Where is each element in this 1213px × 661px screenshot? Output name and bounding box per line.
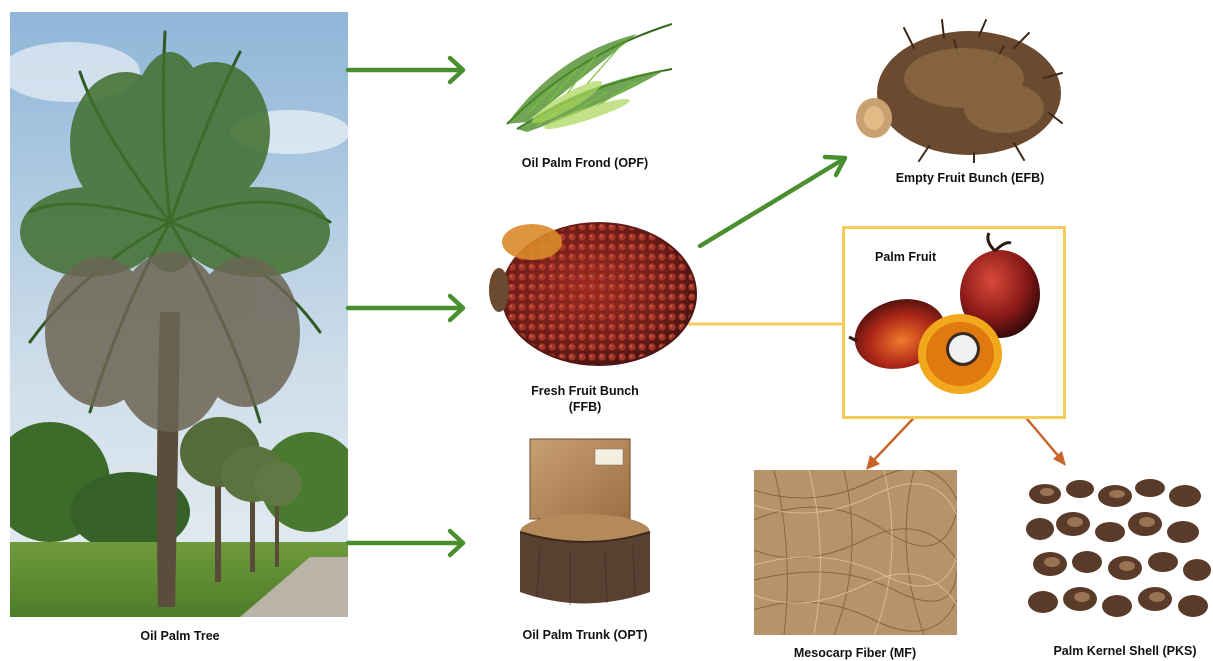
empty-fruit-bunch-label: Empty Fruit Bunch (EFB) xyxy=(890,170,1050,186)
palm-fruit-box: Palm Fruit xyxy=(842,226,1066,419)
palm-fruit-image xyxy=(845,229,1063,416)
fresh-fruit-bunch-image xyxy=(487,212,697,372)
oil-palm-frond-image xyxy=(497,14,677,139)
arrow-tree-to-opt xyxy=(348,531,463,555)
arrow-ffb-to-efb xyxy=(700,157,845,246)
ffb-label-line1: Fresh Fruit Bunch xyxy=(515,383,655,399)
mesocarp-fiber-image xyxy=(754,470,957,635)
palm-kernel-shell-label: Palm Kernel Shell (PKS) xyxy=(1045,643,1205,659)
oil-palm-trunk-label: Oil Palm Trunk (OPT) xyxy=(505,627,665,643)
arrow-tree-to-ffb xyxy=(348,296,463,320)
mesocarp-fiber-label: Mesocarp Fiber (MF) xyxy=(780,645,930,661)
oil-palm-frond-label: Oil Palm Frond (OPF) xyxy=(505,155,665,171)
palm-kernel-shell-image xyxy=(1025,474,1213,629)
arrow-tree-to-opf xyxy=(348,58,463,82)
oil-palm-trunk-image xyxy=(515,437,655,617)
ffb-label-line2: (FFB) xyxy=(515,399,655,415)
empty-fruit-bunch-image xyxy=(854,18,1064,163)
